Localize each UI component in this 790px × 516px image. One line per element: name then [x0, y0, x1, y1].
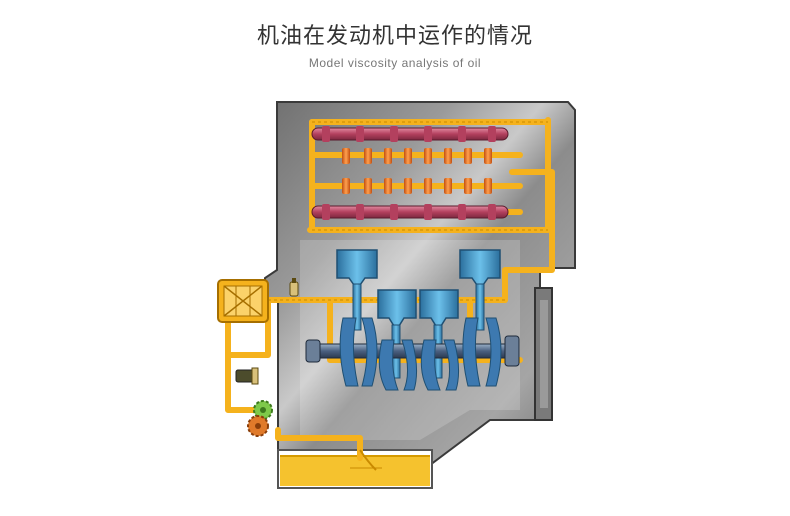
valve-lifters-row-2: [342, 178, 492, 194]
crankshaft: [305, 317, 520, 391]
page-subtitle: Model viscosity analysis of oil: [308, 56, 482, 70]
oil-pump-gear-icon: [247, 400, 273, 437]
pressure-sensor-icon: [289, 278, 299, 297]
oil-pan: [277, 449, 433, 489]
page-title: 机油在发动机中运作的情况: [256, 24, 533, 49]
relief-valve-icon: [235, 367, 259, 385]
oil-filter-icon: [217, 279, 269, 323]
camshaft-bottom: [311, 204, 509, 220]
camshaft-top: [311, 126, 509, 142]
valve-lifters-row-1: [342, 148, 492, 164]
timing-cover: [534, 287, 553, 421]
piston-3: [419, 289, 459, 379]
piston-4: [459, 249, 501, 331]
oil-pickup: [350, 449, 382, 471]
